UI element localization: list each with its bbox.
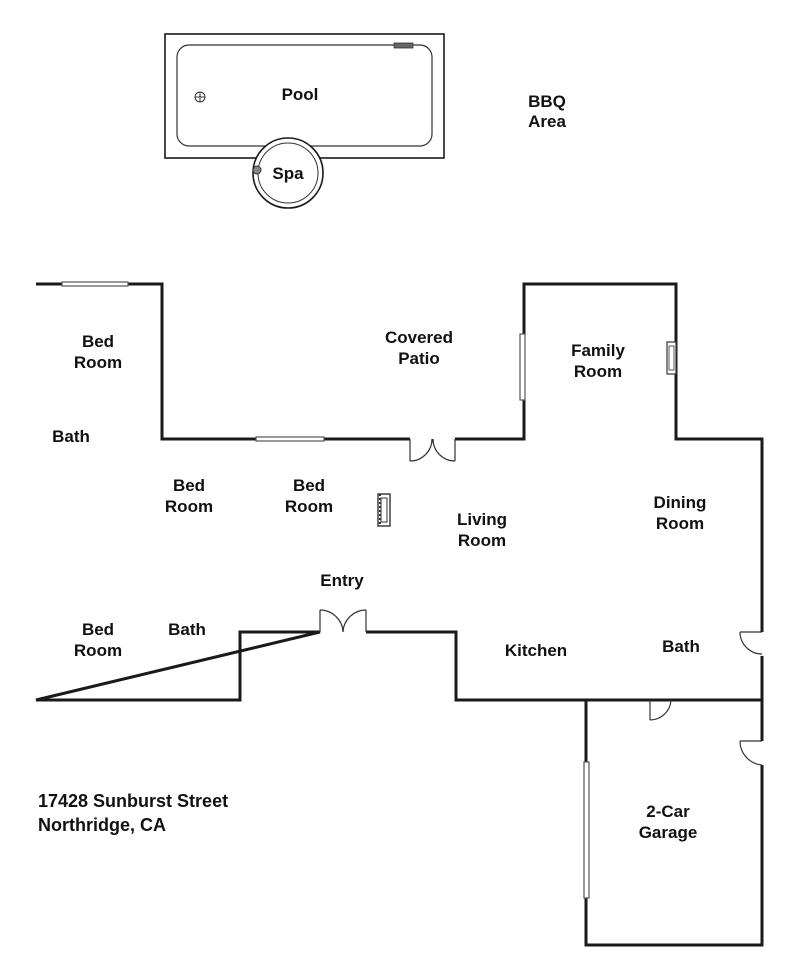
address-line-2: Northridge, CA [38, 815, 166, 835]
pool-label: Pool [282, 85, 319, 104]
fireplace-living-room-icon [377, 493, 391, 527]
bed-room-mid-2-label-line1: Bed [293, 476, 325, 495]
bath-sw-label: Bath [168, 620, 206, 639]
bed-room-nw-label-line2: Room [74, 353, 122, 372]
garage-rear-door-icon [739, 740, 763, 766]
kitchen-label: Kitchen [505, 641, 567, 660]
living-room-label-line2: Room [458, 531, 506, 550]
bed-room-sw-label-line2: Room [74, 641, 122, 660]
bed-room-mid-1-label-line1: Bed [173, 476, 205, 495]
sliding-door-bedroom [255, 436, 325, 442]
family-room-label-line1: Family [571, 341, 625, 360]
house-outline [35, 282, 764, 702]
fireplace-family-room-icon [666, 341, 677, 375]
garage-label-line1: 2-Car [646, 802, 690, 821]
spa-label: Spa [272, 164, 304, 183]
garage-side-door [583, 761, 590, 899]
pool-skimmer [393, 42, 414, 49]
bbq-label-line1: BBQ [528, 92, 566, 111]
bath-e-label: Bath [662, 637, 700, 656]
dining-room-label-line1: Dining [654, 493, 707, 512]
spa-jet-icon [252, 165, 262, 175]
entry-double-door-icon [319, 609, 367, 633]
garage-house-door-icon [649, 699, 672, 721]
entry-label: Entry [320, 571, 364, 590]
covered-patio-label-line1: Covered [385, 328, 453, 347]
pool-area [164, 33, 445, 209]
address-line-1: 17428 Sunburst Street [38, 791, 228, 811]
side-door-icon [739, 631, 763, 655]
bed-room-sw-label-line1: Bed [82, 620, 114, 639]
garage-label-line2: Garage [639, 823, 698, 842]
family-room-label-line2: Room [574, 362, 622, 381]
dining-room-label-line2: Room [656, 514, 704, 533]
bbq-label-line2: Area [528, 112, 566, 131]
patio-double-door-icon [409, 438, 456, 462]
window-north-bedroom [61, 281, 129, 287]
spa-outer [252, 137, 324, 209]
bath-w-label: Bath [52, 427, 90, 446]
covered-patio-label-line2: Patio [398, 349, 440, 368]
living-room-label-line1: Living [457, 510, 507, 529]
bed-room-mid-2-label-line2: Room [285, 497, 333, 516]
sliding-door-family-room [519, 333, 526, 401]
pool-drain-icon [194, 91, 206, 103]
bed-room-mid-1-label-line2: Room [165, 497, 213, 516]
bed-room-nw-label-line1: Bed [82, 332, 114, 351]
